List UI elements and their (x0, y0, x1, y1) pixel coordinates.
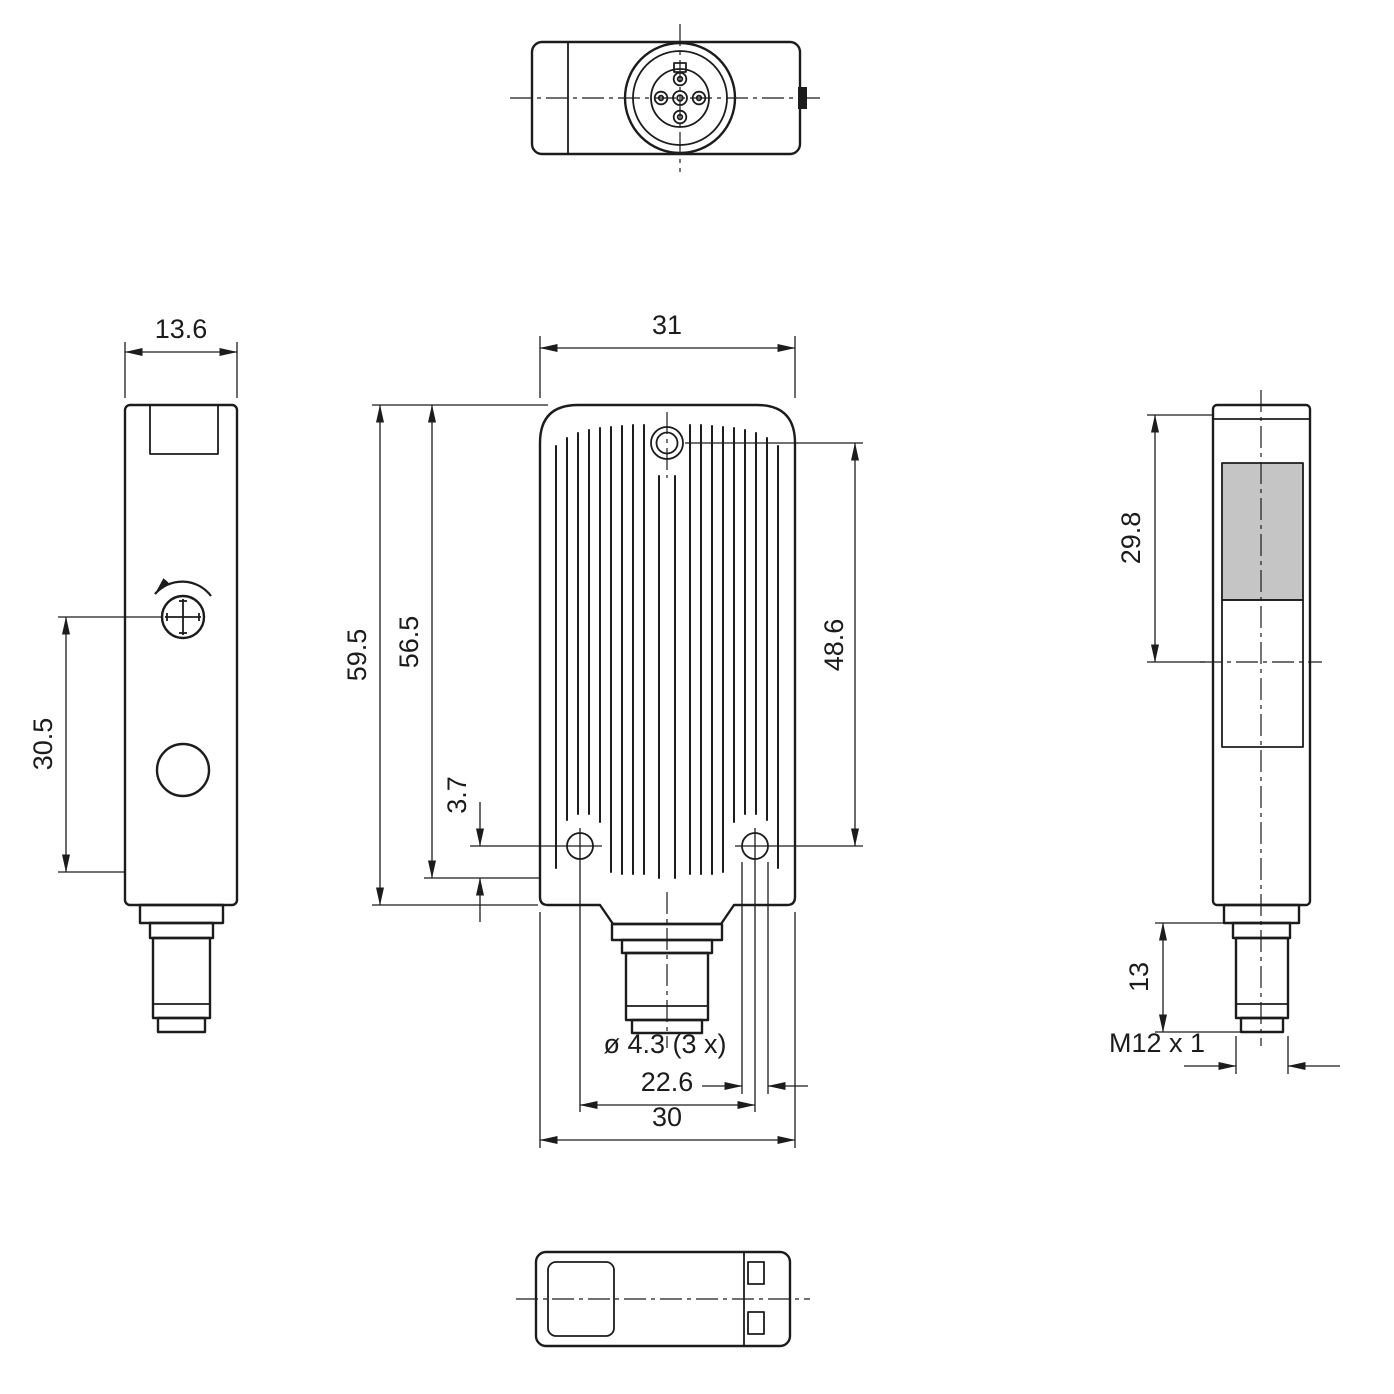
receiver-window (1221, 599, 1304, 748)
adjustment-arrow (154, 578, 212, 597)
bottom-view-slot-bottom (747, 1311, 765, 1335)
dim-label-connector-thread: M12 x 1 (1109, 1028, 1205, 1058)
dim-bottom-hole-offset: 3.7 (442, 776, 602, 922)
adjustment-potentiometer (160, 594, 206, 640)
dim-label-hole-span-vertical: 48.6 (819, 619, 849, 672)
dim-bottom-width: 30 (539, 912, 796, 1148)
mounting-hole-top (650, 412, 684, 478)
left-view-top-recess (149, 406, 219, 455)
dim-window-height: 29.8 (1116, 414, 1213, 663)
side-view-right: 29.8 13 M12 x 1 (1109, 390, 1340, 1074)
dim-side-width: 13.6 (124, 314, 238, 398)
dim-label-front-width: 31 (652, 310, 682, 340)
side-view-left: 13.6 30.5 (28, 314, 239, 1034)
dim-label-hole-span-horizontal: 22.6 (641, 1067, 694, 1097)
dim-label-hole-diameter: ø 4.3 (3 x) (603, 1029, 726, 1059)
dim-label-window-height: 29.8 (1116, 512, 1146, 565)
dim-adjuster-offset: 30.5 (28, 616, 162, 873)
dim-hole-span-vertical: 48.6 (685, 442, 863, 847)
dim-overall-height: 59.5 (342, 404, 548, 906)
dim-front-width: 31 (539, 310, 796, 398)
dim-hole-diameter: ø 4.3 (3 x) (603, 862, 808, 1094)
dim-connector-length: 13 (1124, 922, 1241, 1033)
dim-hole-span-horizontal: 22.6 (579, 828, 756, 1112)
dim-label-overall-height: 59.5 (342, 629, 372, 682)
front-view: 31 59.5 56.5 3.7 48.6 (342, 310, 863, 1148)
bottom-view (516, 1250, 810, 1348)
front-grooves (555, 424, 779, 879)
top-view (510, 24, 822, 172)
optical-window (1221, 462, 1304, 601)
dim-label-bottom-width: 30 (652, 1102, 682, 1132)
front-view-connector (610, 892, 724, 1048)
left-view-connector (138, 903, 225, 1034)
dim-body-height: 56.5 (394, 404, 540, 879)
bottom-view-slot-top (747, 1261, 765, 1285)
dim-label-body-height: 56.5 (394, 616, 424, 669)
dim-label-adjuster-offset: 30.5 (28, 718, 58, 771)
bottom-view-front-block (547, 1261, 615, 1337)
dim-label-side-width: 13.6 (155, 314, 208, 344)
dim-label-bottom-hole-offset: 3.7 (442, 776, 472, 814)
front-view-housing (538, 403, 797, 926)
dim-label-connector-length: 13 (1124, 962, 1154, 992)
dim-connector-thread: M12 x 1 (1109, 1028, 1340, 1074)
led-indicator (155, 742, 211, 798)
left-view-housing (123, 403, 239, 907)
